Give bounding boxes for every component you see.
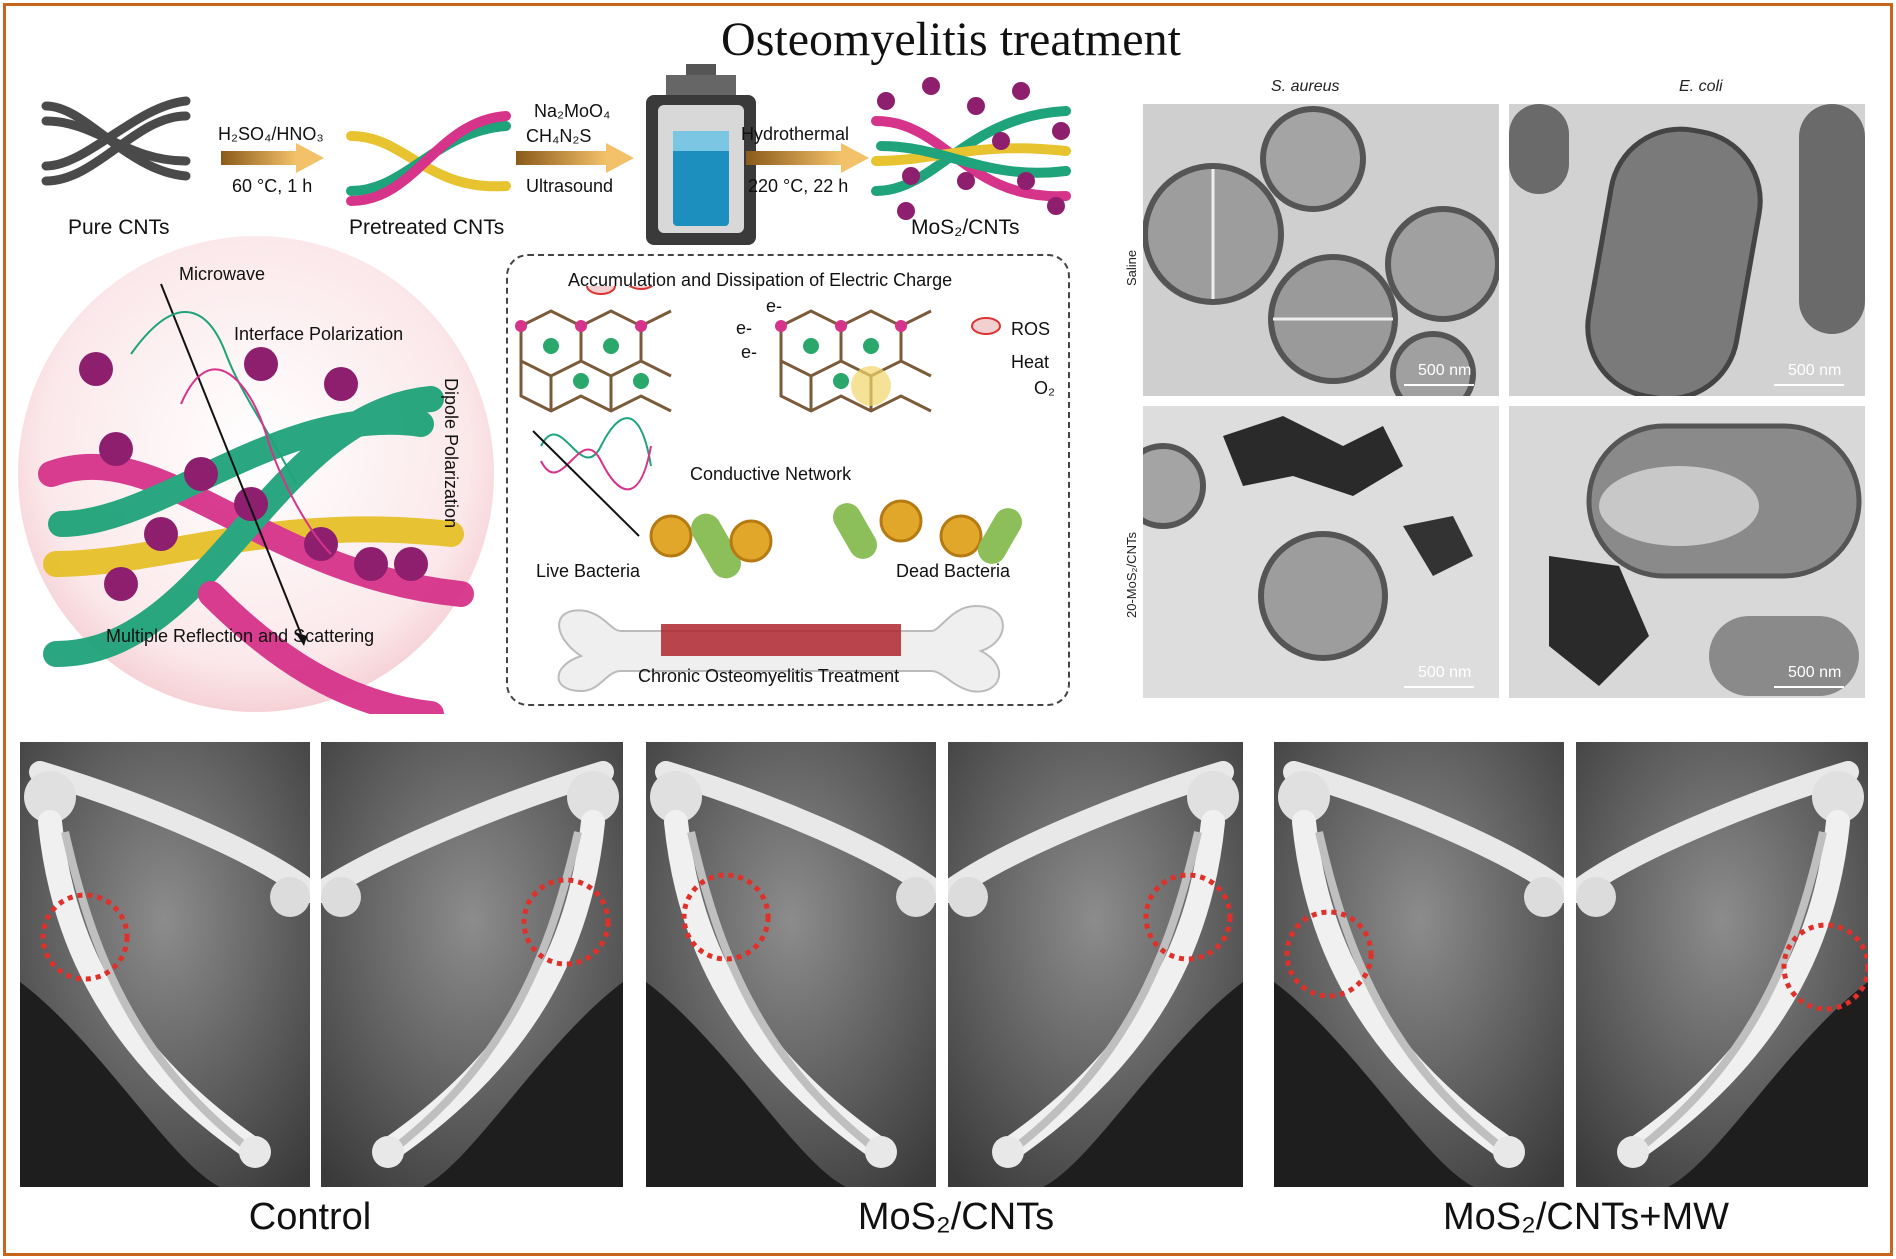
pure-cnts-label: Pure CNTs	[68, 216, 170, 239]
figure-frame: Osteomyelitis treatment	[3, 3, 1893, 1256]
tem-scalebar-4	[1774, 686, 1844, 688]
lesion-marker	[1284, 909, 1374, 999]
mos2-cnts-label: MoS₂/CNTs	[911, 216, 1020, 239]
tem-ecoli-mos2	[1509, 406, 1865, 698]
tem-scalebar-3	[1404, 686, 1474, 688]
tem-saureus-saline	[1143, 104, 1499, 396]
arrow1-bottom-label: 60 °C, 1 h	[232, 176, 313, 196]
figure-title: Osteomyelitis treatment	[721, 13, 1181, 66]
charge-network-diagram	[515, 286, 1022, 693]
tem-row-saline: Saline	[1124, 249, 1139, 286]
arrow-acid-icon	[221, 143, 324, 173]
tem-scalebar-2	[1774, 384, 1844, 386]
electron-label-3: e-	[741, 342, 758, 362]
xray-panel	[20, 742, 310, 1187]
xray-panel	[1274, 742, 1564, 1187]
lesion-marker	[681, 872, 771, 962]
charge-dissipation-panel	[506, 254, 1070, 706]
xray-panel	[646, 742, 936, 1187]
conductive-network-label: Conductive Network	[690, 464, 852, 484]
xray-panel	[948, 742, 1243, 1187]
arrow2-top1-label: Na₂MoO₄	[534, 101, 611, 121]
chronic-osteomyelitis-label: Chronic Osteomyelitis Treatment	[638, 666, 900, 686]
pure-cnts-icon	[41, 96, 191, 186]
arrow-hydrothermal-icon	[746, 143, 869, 173]
arrow3-top-label: Hydrothermal	[741, 124, 850, 144]
bone-icon	[557, 604, 1004, 693]
tem-scale-3: 500 nm	[1418, 664, 1472, 681]
pretreated-cnts-icon	[346, 111, 511, 206]
arrow-sonication-icon	[516, 143, 634, 173]
group-label-control: Control	[248, 1196, 372, 1238]
pretreated-cnts-label: Pretreated CNTs	[349, 216, 505, 239]
lesion-marker	[1143, 872, 1233, 962]
lesion-marker	[521, 877, 611, 967]
autoclave-icon	[646, 64, 756, 245]
microwave-mechanism-diagram	[18, 236, 494, 714]
arrow2-top2-label: CH₄N₂S	[526, 126, 592, 146]
live-bacteria-label: Live Bacteria	[536, 561, 641, 581]
arrow2-bottom-label: Ultrasound	[526, 176, 614, 196]
tem-col-saureus: S. aureus	[1271, 78, 1340, 95]
microwave-label: Microwave	[179, 264, 266, 284]
arrow1-top-label: H₂SO₄/HNO₃	[218, 124, 324, 144]
group-label-mos2-cnts-mw: MoS₂/CNTs+MW	[1442, 1196, 1730, 1238]
interface-polarization-label: Interface Polarization	[234, 324, 404, 344]
dead-bacteria-label: Dead Bacteria	[896, 561, 1011, 581]
charge-panel-header: Accumulation and Dissipation of Electric…	[568, 270, 953, 290]
lesion-marker	[1781, 922, 1868, 1012]
ros-label: ROS	[1011, 319, 1051, 339]
lesion-marker	[40, 892, 130, 982]
dipole-polarization-label: Dipole Polarization	[441, 378, 461, 529]
xray-panel	[1576, 742, 1868, 1187]
o2-label: O₂	[1034, 378, 1055, 398]
tem-scale-2: 500 nm	[1788, 362, 1842, 379]
tem-ecoli-saline	[1509, 104, 1865, 396]
tem-saureus-mos2	[1143, 406, 1499, 698]
tem-row-mos2: 20-MoS₂/CNTs	[1124, 532, 1139, 618]
heat-label: Heat	[1011, 352, 1050, 372]
tem-col-ecoli: E. coli	[1679, 78, 1723, 95]
tem-scale-4: 500 nm	[1788, 664, 1842, 681]
reflection-scattering-label: Multiple Reflection and Scattering	[106, 626, 375, 646]
synthesis-scheme	[41, 64, 1071, 245]
electron-label-1: e-	[766, 296, 783, 316]
mos2-cnts-icon	[871, 106, 1071, 202]
group-label-mos2-cnts: MoS₂/CNTs	[857, 1196, 1055, 1238]
tem-scalebar-1	[1404, 384, 1474, 386]
arrow3-bottom-label: 220 °C, 22 h	[748, 176, 849, 196]
xray-panel	[321, 742, 623, 1187]
electron-label-2: e-	[736, 318, 753, 338]
tem-scale-1: 500 nm	[1418, 362, 1472, 379]
